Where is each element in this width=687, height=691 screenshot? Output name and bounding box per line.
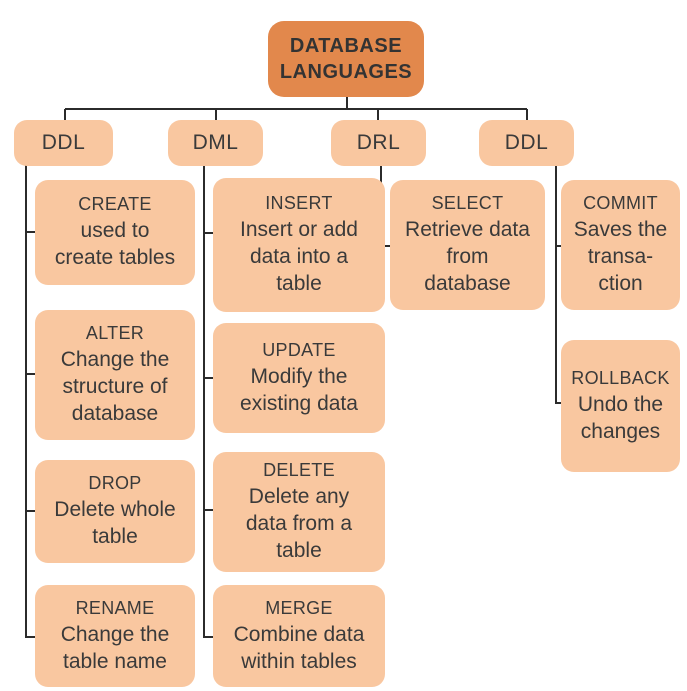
child-node-drop: DROP Delete whole table (35, 460, 195, 563)
node-body: Change the table name (60, 622, 170, 673)
child-node-update: UPDATE Modify the existing data (213, 323, 385, 433)
ddl1-column-connector (25, 165, 35, 638)
node-title: SELECT (431, 193, 504, 213)
node-title: MERGE (265, 597, 333, 618)
branch-node-dml: DML (168, 120, 263, 166)
branch-node-ddl-1: DDL (14, 120, 113, 166)
node-body: Retrieve data from database (405, 218, 530, 295)
node-body: Delete any data from a table (245, 485, 353, 562)
child-node-select: SELECT Retrieve data from database (390, 180, 545, 310)
node-title: CREATE (78, 194, 152, 214)
child-node-alter: ALTER Change the structure of database (35, 310, 195, 440)
branch-node-drl: DRL (331, 120, 426, 166)
branch-node-ddl-2: DDL (479, 120, 574, 166)
node-body: Undo the changes (577, 392, 664, 443)
root-to-branches-connector (64, 96, 528, 120)
node-title: INSERT (265, 193, 333, 213)
node-title: UPDATE (262, 339, 336, 360)
node-body: Modify the existing data (240, 364, 358, 415)
child-node-delete: DELETE Delete any data from a table (213, 452, 385, 572)
node-title: ROLLBACK (571, 367, 670, 388)
node-title: ALTER (85, 323, 145, 343)
node-title: RENAME (75, 597, 155, 618)
node-body: Saves the transa- ction (573, 218, 668, 295)
node-body: Delete whole table (54, 498, 176, 548)
child-node-rollback: ROLLBACK Undo the changes (561, 340, 680, 472)
node-body: used to create tables (54, 219, 176, 269)
ddl2-column-connector (555, 165, 561, 404)
node-body: Change the structure of database (60, 348, 170, 425)
root-node-database-languages: DATABASE LANGUAGES (268, 21, 424, 97)
child-node-insert: INSERT Insert or add data into a table (213, 178, 385, 312)
dml-column-connector (203, 165, 213, 638)
child-node-rename: RENAME Change the table name (35, 585, 195, 687)
node-body: Insert or add data into a table (240, 218, 358, 295)
child-node-merge: MERGE Combine data within tables (213, 585, 385, 687)
node-title: DELETE (263, 460, 335, 480)
node-title: DROP (88, 473, 142, 493)
node-body: Combine data within tables (233, 622, 365, 673)
child-node-create: CREATE used to create tables (35, 180, 195, 285)
node-title: COMMIT (583, 193, 658, 213)
child-node-commit: COMMIT Saves the transa- ction (561, 180, 680, 310)
